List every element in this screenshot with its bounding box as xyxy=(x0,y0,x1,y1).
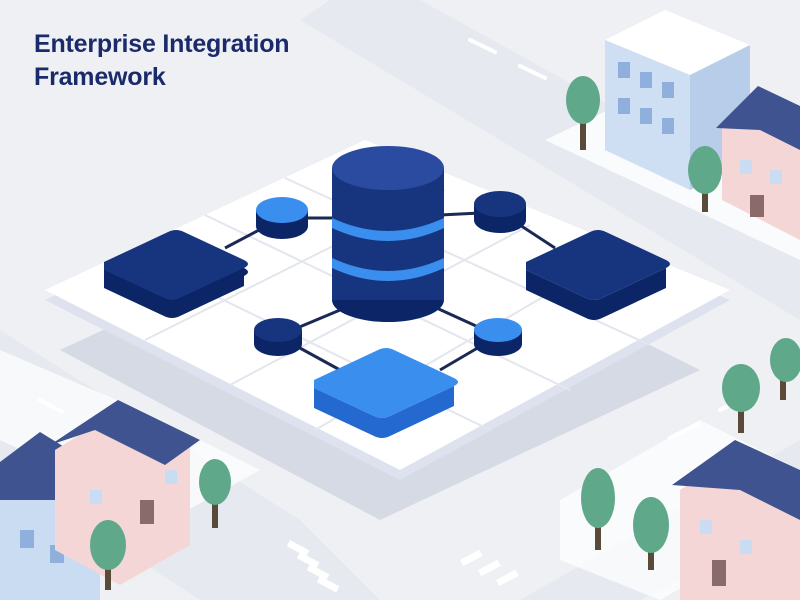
module-block-left xyxy=(104,230,248,318)
tree-top-1 xyxy=(566,76,600,150)
database-icon xyxy=(332,146,444,322)
module-block-bottom xyxy=(314,348,458,438)
tree-top-2 xyxy=(688,146,722,212)
page-title: Enterprise Integration Framework xyxy=(34,30,290,91)
tree-right-1 xyxy=(722,364,760,433)
house-bottom-left-2 xyxy=(50,400,200,585)
house-bottom-right xyxy=(672,440,800,600)
house-right xyxy=(716,86,800,240)
tree-right-3 xyxy=(581,468,615,550)
connector-node-bottom-right xyxy=(474,318,522,356)
tree-right-2 xyxy=(770,338,800,400)
module-block-right xyxy=(526,230,670,320)
tree-bottom-1 xyxy=(199,459,231,528)
tree-right-4 xyxy=(633,497,669,570)
tree-bottom-2 xyxy=(90,520,126,590)
connector-node-top-right xyxy=(474,191,526,233)
connector-node-bottom-left xyxy=(254,318,302,356)
connector-node-top-left xyxy=(256,197,308,239)
